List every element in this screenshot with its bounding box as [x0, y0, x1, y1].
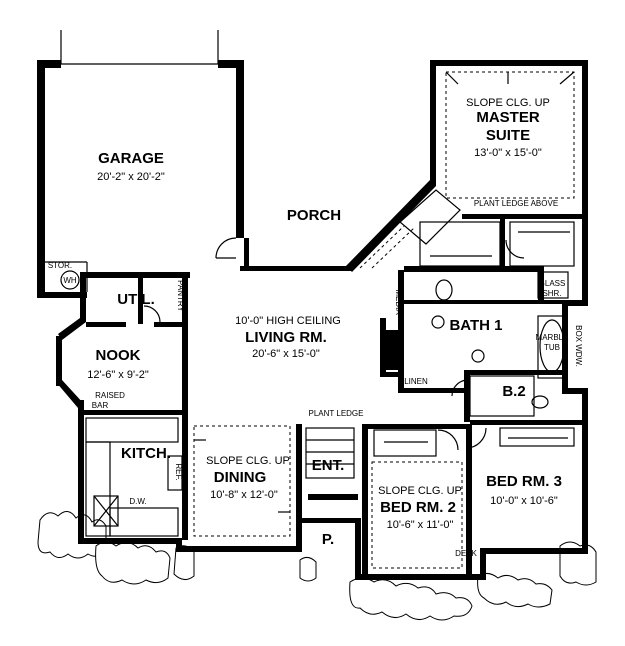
living-label: LIVING RM.: [245, 329, 327, 346]
master-label-line2: SUITE: [486, 127, 530, 144]
fixtures-and-details: [85, 71, 575, 577]
glass-shower-label-line1: GLASS: [539, 279, 566, 288]
kitchen-label: KITCH.: [121, 445, 171, 462]
living-size: 20'-6" x 15'-0": [252, 348, 320, 360]
pantry-label: PANTRY: [176, 280, 185, 312]
nook-label: NOOK: [96, 347, 141, 364]
bed2-slope-note: SLOPE CLG. UP: [378, 485, 462, 497]
living-ceiling-note: 10'-0" HIGH CEILING: [235, 315, 341, 327]
dining-slope-note: SLOPE CLG. UP: [206, 455, 290, 467]
dining-size: 10'-8" x 12'-0": [210, 489, 278, 501]
plant-ledge-above-label: PLANT LEDGE ABOVE: [474, 199, 558, 208]
bed3-label: BED RM. 3: [486, 473, 562, 490]
glass-shower-label-line2: SHR.: [542, 289, 561, 298]
raised-bar-label-line2: BAR: [92, 401, 109, 410]
garage-label: GARAGE: [98, 150, 164, 167]
garage-size: 20'-2" x 20'-2": [97, 171, 165, 183]
raised-bar-label-line1: RAISED: [95, 391, 125, 400]
dishwasher-label: D.W.: [129, 497, 146, 506]
linen-label: LINEN: [404, 377, 428, 386]
storage-label: STOR.: [48, 261, 72, 270]
bath1-label: BATH 1: [449, 317, 502, 334]
master-size: 13'-0" x 15'-0": [474, 147, 542, 159]
box-window-label: BOX WDW.: [574, 325, 583, 367]
nook-size: 12'-6" x 9'-2": [87, 369, 149, 381]
water-heater-label: WH: [63, 276, 77, 285]
marble-tub-label-line1: MARBLE: [536, 333, 569, 342]
media-label: MEDIA: [394, 289, 403, 315]
master-label-line1: MASTER: [476, 109, 540, 126]
dining-label: DINING: [214, 469, 267, 486]
garage-walls: [37, 30, 244, 298]
labels: GARAGE 20'-2" x 20'-2" PORCH SLOPE CLG. …: [48, 97, 583, 558]
bed2-label: BED RM. 2: [380, 499, 456, 516]
house-walls: [56, 60, 588, 580]
bed2-size: 10'-6" x 11'-0": [387, 519, 454, 531]
landscaping-shrubs: [37, 511, 597, 621]
porch-label: PORCH: [287, 207, 341, 224]
small-porch-label: P.: [322, 531, 334, 548]
master-slope-note: SLOPE CLG. UP: [466, 97, 550, 109]
util-label: UTIL.: [117, 291, 155, 308]
desk-label: DESK: [455, 549, 477, 558]
refrigerator-label: REF.: [174, 463, 183, 480]
entry-label: ENT.: [312, 457, 345, 474]
bed3-size: 10'-0" x 10'-6": [490, 495, 558, 507]
bath2-label: B.2: [502, 383, 525, 400]
marble-tub-label-line2: TUB: [544, 343, 560, 352]
plant-ledge-label: PLANT LEDGE: [309, 409, 364, 418]
